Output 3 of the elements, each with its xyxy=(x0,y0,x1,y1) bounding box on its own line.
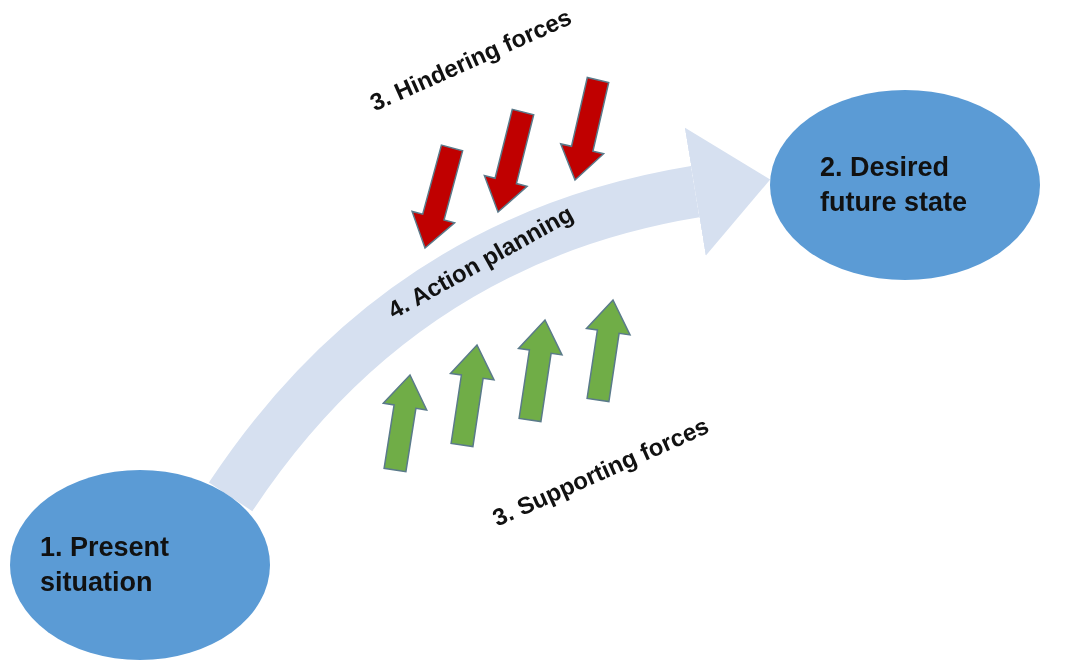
node-label: 2. Desired future state xyxy=(820,150,969,219)
curved-arrow xyxy=(209,127,770,512)
node-label: 1. Present situation xyxy=(40,530,171,599)
